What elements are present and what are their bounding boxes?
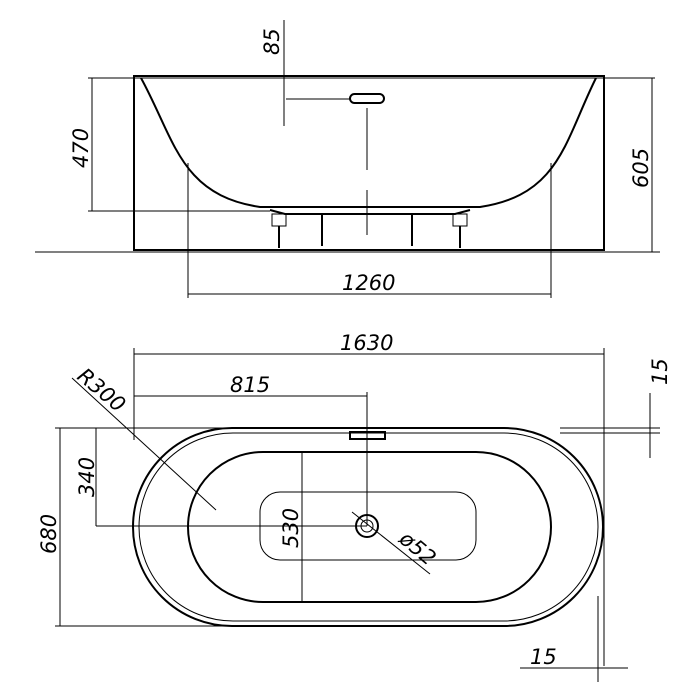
- dim-base-width: 1260: [342, 271, 395, 295]
- dim-overflow-offset: 85: [260, 28, 284, 55]
- side-elevation-view: 85 470 605 1260: [35, 20, 660, 298]
- support-legs: [271, 213, 468, 248]
- dim-half-width: 340: [75, 457, 99, 497]
- dim-inner-width: 530: [279, 508, 303, 548]
- dim-wall-side: 15: [530, 645, 557, 669]
- tub-outer-outline: [132, 427, 604, 627]
- dim-total-height: 605: [629, 148, 653, 188]
- dim-corner-radius: R300: [73, 363, 130, 417]
- top-plan-view: 1630 815 R300 15 340 680 530 ø52 15: [37, 331, 672, 682]
- dim-wall-top: 15: [648, 358, 672, 385]
- dim-inner-depth: 470: [69, 128, 93, 168]
- dim-total-length: 1630: [340, 331, 393, 355]
- tub-outer-body: [133, 75, 605, 251]
- tub-bottom: [269, 209, 471, 215]
- tub-rim-outline: [138, 432, 599, 622]
- dim-half-length: 815: [230, 373, 270, 397]
- leg-4: [452, 213, 468, 227]
- tub-inner-basin: [140, 77, 597, 208]
- radius-leader: [71, 377, 217, 511]
- leg-1: [271, 213, 287, 227]
- drain-leader: [351, 511, 431, 575]
- tub-basin-outline: [187, 451, 552, 603]
- dim-drain-diameter: ø52: [394, 526, 441, 570]
- overflow-outlet: [349, 93, 385, 104]
- dim-total-width: 680: [37, 514, 61, 554]
